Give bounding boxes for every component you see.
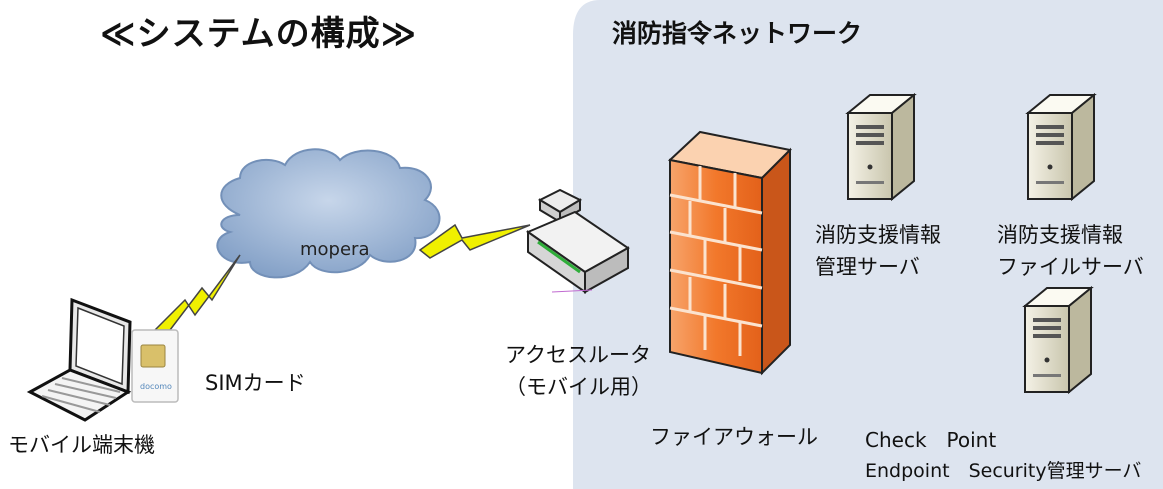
router-icon [525,188,630,294]
sim-card-icon [131,329,179,403]
mobile-terminal-label: モバイル端末機 [8,433,155,457]
server-icon-file [1027,94,1095,200]
server-icon-management [847,94,915,200]
cloud-label: mopera [300,239,370,260]
server3-label-line1: Check Point [865,428,997,452]
server-icon-endpoint [1024,287,1092,393]
server1-label-line2: 管理サーバ [815,255,920,279]
page-title: ≪システムの構成≫ [100,14,418,54]
sim-card-brand: docomo [140,382,172,391]
wireless-lightning-icon-right [418,223,531,259]
cloud-icon [216,148,441,279]
server3-label-line2: Endpoint Security管理サーバ [865,460,1142,482]
wireless-lightning-icon-left [153,254,241,331]
server2-label-line1: 消防支援情報 [997,223,1123,247]
router-label-line2: （モバイル用） [505,375,652,399]
firewall-label: ファイアウォール [650,425,818,449]
network-title: 消防指令ネットワーク [612,19,863,48]
firewall-icon [667,130,793,376]
server1-label-line1: 消防支援情報 [815,223,941,247]
router-label-line1: アクセスルータ [505,343,651,367]
laptop-icon [26,297,132,422]
sim-card-label: SIMカード [205,371,306,395]
server2-label-line2: ファイルサーバ [997,255,1144,279]
network-area-background [573,0,1163,489]
